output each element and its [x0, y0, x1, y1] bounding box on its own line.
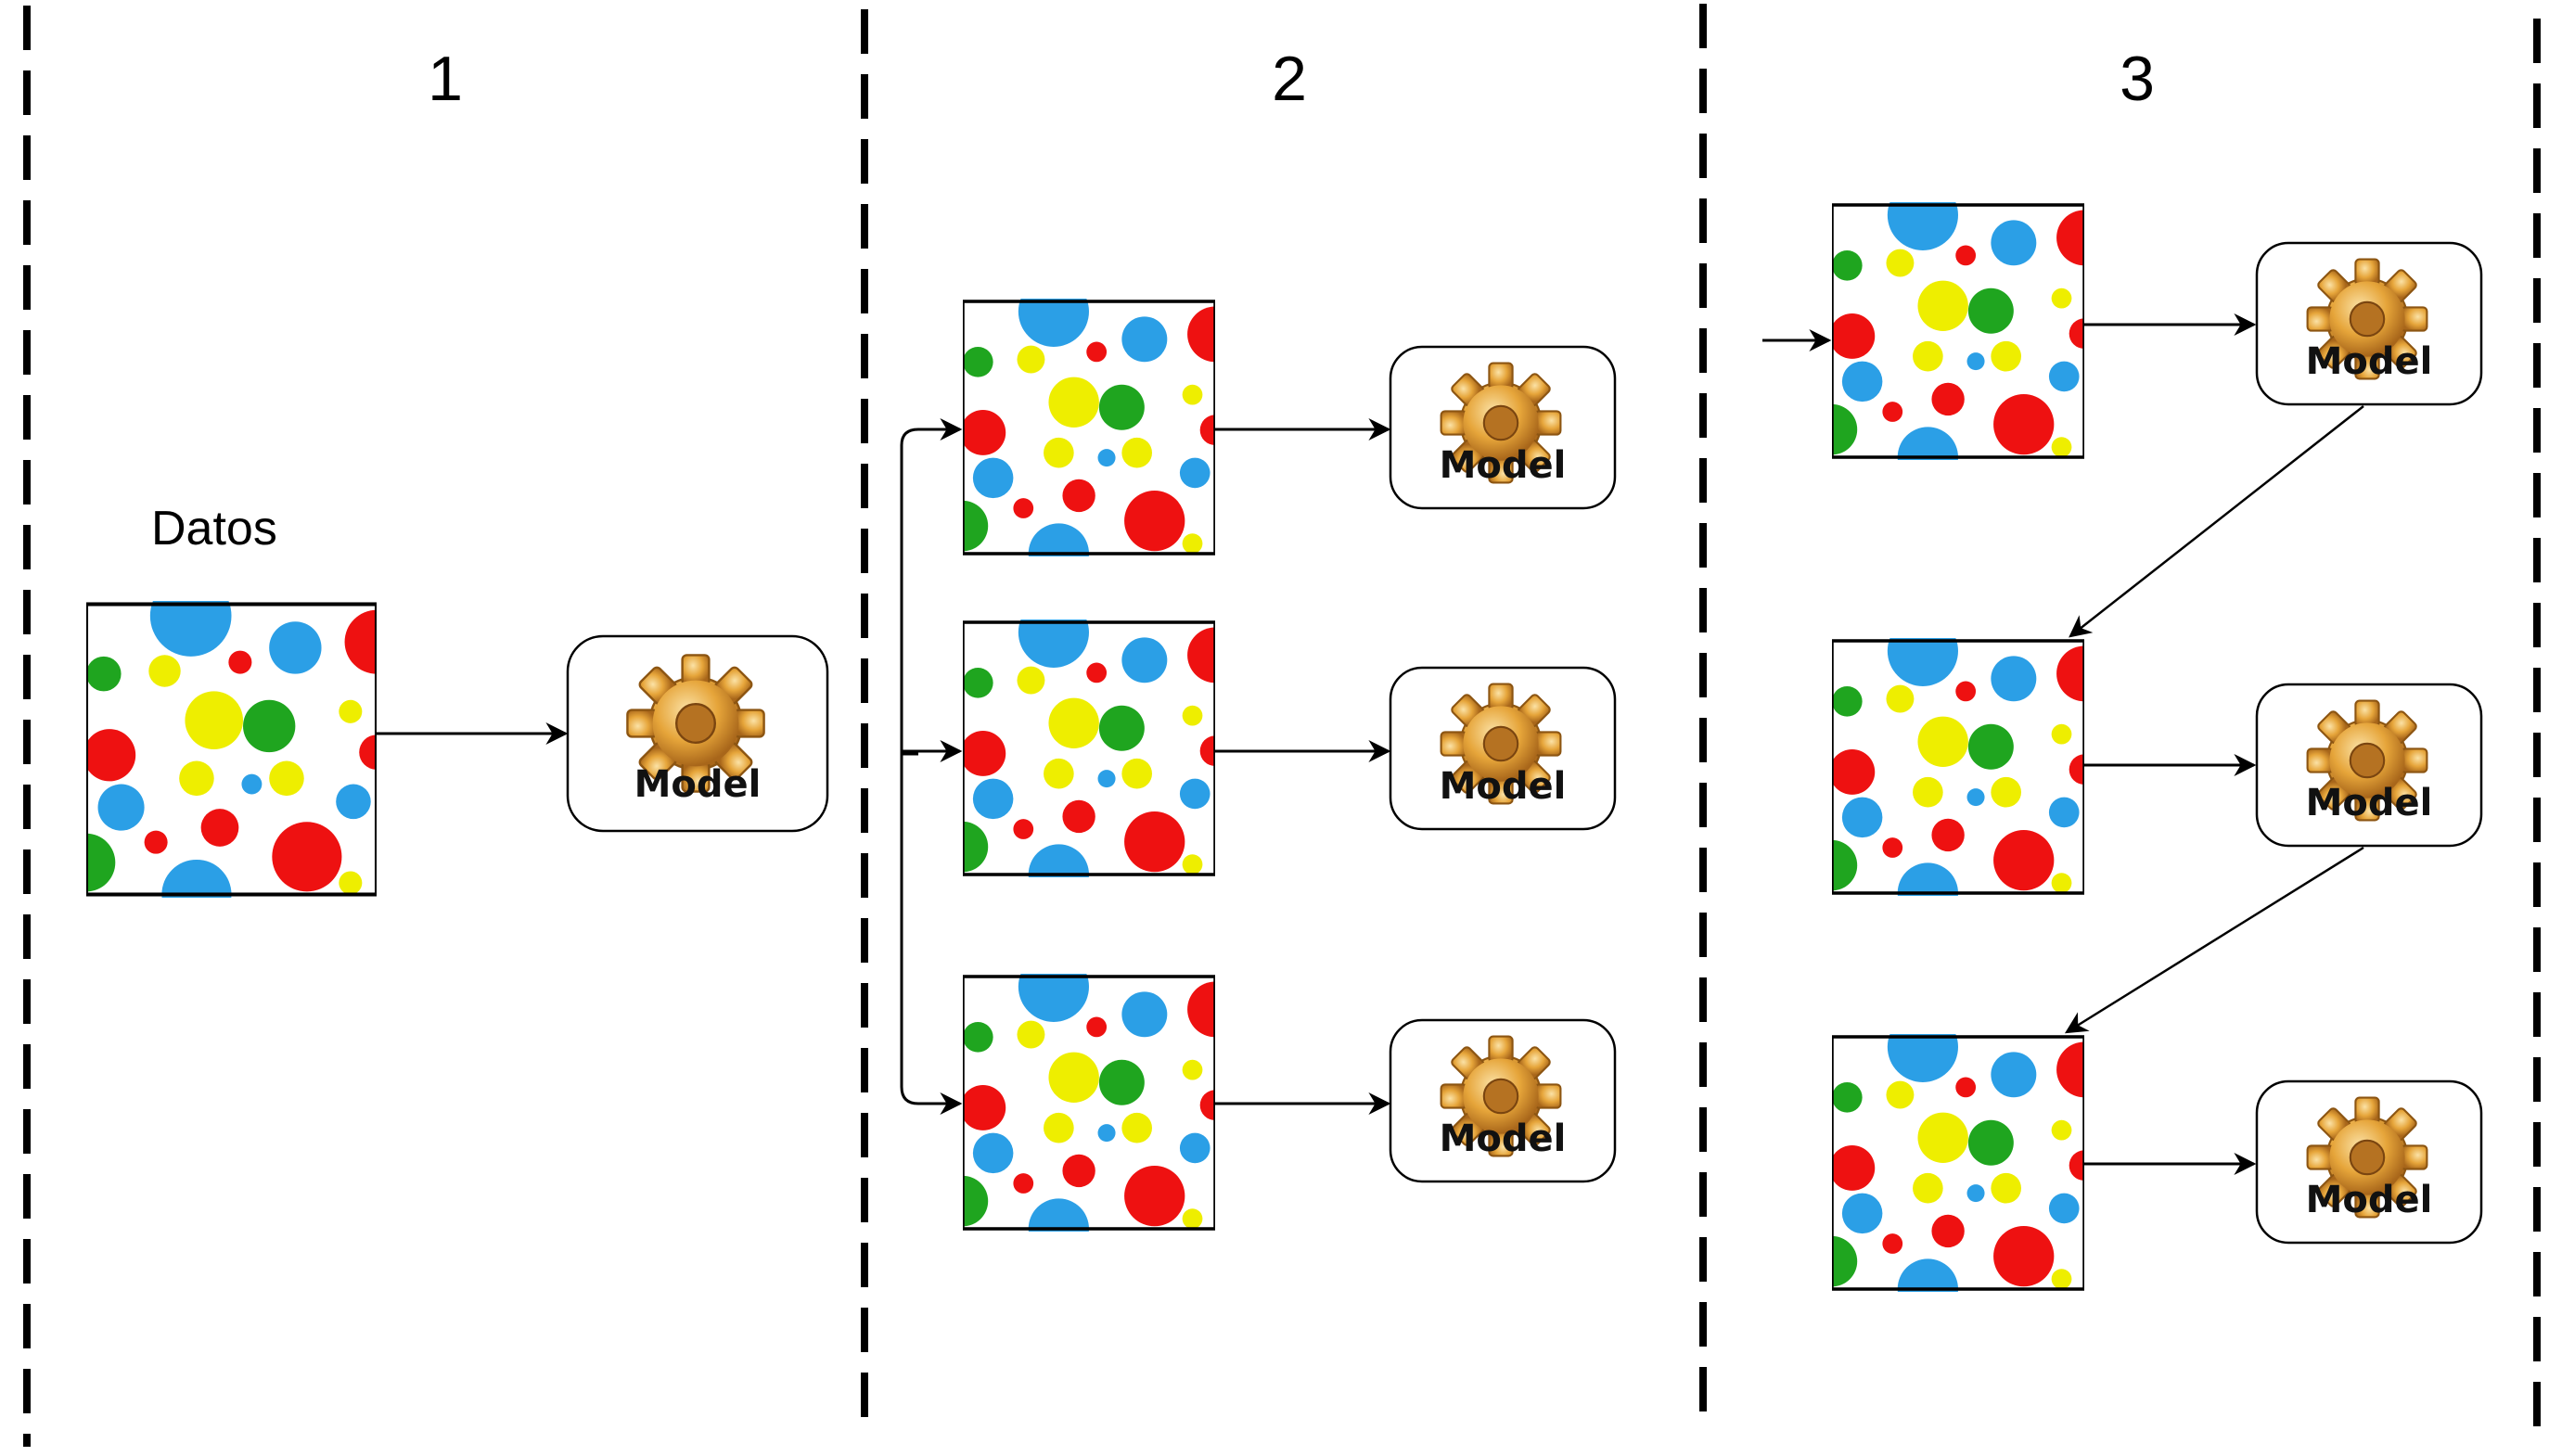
model-box: Model [2255, 683, 2483, 848]
dataset-dots-icon [1832, 638, 2084, 896]
arrow-icon [900, 742, 963, 1115]
dataset-dots-icon [1832, 1034, 2084, 1292]
section-1: Datos Model [58, 502, 829, 929]
model-label: Model [634, 763, 762, 806]
branch-connector [900, 418, 963, 756]
dataset-dots-icon [963, 299, 1215, 556]
model-label: Model [2306, 782, 2433, 824]
dataset-dots-icon [963, 619, 1215, 877]
arrow-icon [900, 740, 963, 762]
section-number-1: 1 [428, 44, 463, 114]
model-label: Model [2306, 340, 2433, 383]
model-label: Model [1440, 444, 1567, 487]
arrow-icon [2069, 405, 2364, 638]
model-label: Model [2306, 1179, 2433, 1221]
section-number-3: 3 [2120, 44, 2155, 114]
model-box: Model [2255, 241, 2483, 406]
model-label: Model [1440, 1118, 1567, 1160]
model-box: Model [1389, 666, 1617, 831]
model-box: Model [2255, 1079, 2483, 1245]
section-3: Model Model Model [1762, 202, 2483, 1292]
section-dividers [23, 4, 2541, 1447]
dataset-dots-icon [963, 974, 1215, 1232]
section-number-2: 2 [1272, 44, 1307, 114]
datos-label: Datos [151, 502, 277, 556]
model-box: Model [1389, 345, 1617, 510]
section-2: Model Model Model [900, 299, 1617, 1232]
dataset-dots-icon [1832, 202, 2084, 460]
model-box: Model [566, 634, 829, 833]
model-label: Model [1440, 765, 1567, 808]
model-box: Model [1389, 1018, 1617, 1183]
arrow-icon [2064, 846, 2364, 1034]
dataset-dots-icon [58, 575, 409, 929]
